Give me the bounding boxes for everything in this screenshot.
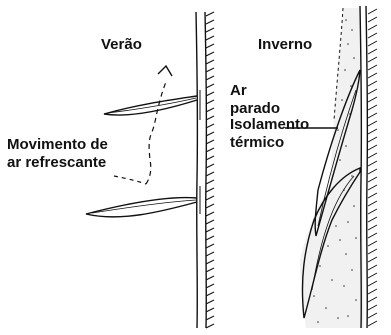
insulation-label-line2: térmico	[230, 134, 284, 151]
still-air-label-line2: parado	[230, 100, 280, 117]
winter-label: Inverno	[258, 36, 312, 53]
cooling-air-label-line1: Movimento de	[7, 136, 108, 153]
insulation-label-line1: Isolamento	[230, 116, 309, 133]
summer-stem	[196, 12, 206, 328]
summer-upper-leaf	[104, 96, 197, 115]
summer-stem-hatching	[206, 12, 214, 328]
summer-lower-leaf	[86, 198, 197, 217]
winter-stem-hatching	[368, 9, 377, 326]
cooling-airflow-arrow	[114, 66, 172, 184]
cooling-air-label-line2: ar refrescante	[7, 154, 106, 171]
still-air-label-line1: Ar	[230, 82, 247, 99]
summer-label: Verão	[101, 36, 142, 53]
